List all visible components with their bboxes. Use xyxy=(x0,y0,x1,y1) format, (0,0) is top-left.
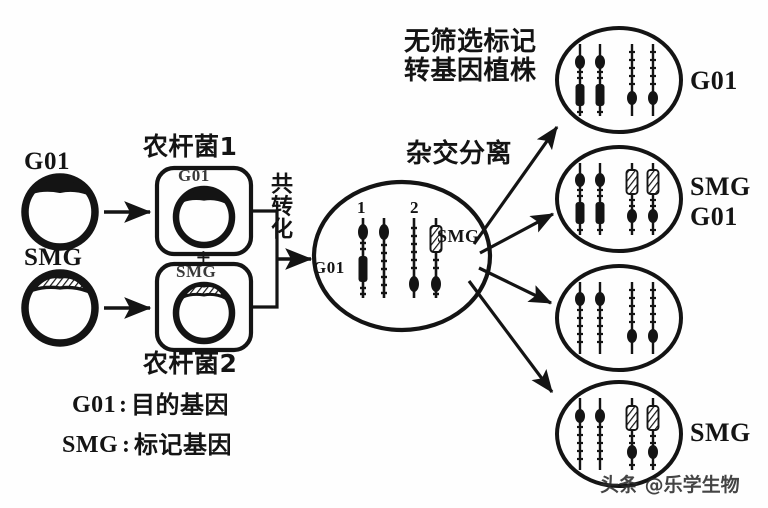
central-g01-label: G01 xyxy=(313,258,345,277)
central-smg-label: SMG xyxy=(437,226,480,246)
result-cell-1 xyxy=(555,26,683,134)
result3-chromosome-3 xyxy=(627,282,637,354)
segregation-arrows xyxy=(467,125,559,394)
central-chromosome-3 xyxy=(409,218,419,298)
result1-chromosome-3 xyxy=(627,44,637,116)
arrow-to-result-2 xyxy=(479,212,555,255)
plasmid-smg-label: SMG xyxy=(24,244,83,271)
result3-chromosome-4 xyxy=(648,282,658,354)
cotransformation-label: 共转化 xyxy=(267,172,292,240)
result4-chromosome-1 xyxy=(575,398,585,470)
result-cell-3 xyxy=(555,264,683,372)
plasmid-g01-label: G01 xyxy=(24,148,70,175)
arrow-to-result-4 xyxy=(467,280,554,394)
plasmid-smg xyxy=(21,269,99,347)
result1-chromosome-2 xyxy=(595,44,605,116)
result-cell-2 xyxy=(555,145,683,253)
central-pair-2-number: 2 xyxy=(410,198,419,217)
result2-chromosome-2 xyxy=(595,163,605,235)
bacterium-1-plasmid-label: G01 xyxy=(178,166,210,185)
result-cell-2-label-line2: G01 xyxy=(690,202,738,231)
result2-chromosome-3 xyxy=(625,163,639,235)
central-chromosome-1 xyxy=(358,218,368,298)
result3-chromosome-1 xyxy=(575,282,585,354)
bacterium-1-caption: 农杆菌1 xyxy=(143,132,238,161)
result-cell-4 xyxy=(555,380,683,488)
legend-smg-text: 标记基因 xyxy=(134,431,232,459)
legend-g01-separator: : xyxy=(119,392,128,418)
arrow-to-result-1 xyxy=(472,125,559,245)
cotransformation-bracket xyxy=(251,209,313,309)
arrow-to-result-3 xyxy=(478,266,553,305)
result2-chromosome-1 xyxy=(575,163,585,235)
result1-chromosome-1 xyxy=(575,44,585,116)
central-chromosome-4 xyxy=(429,218,443,298)
bacterium-2-caption: 农杆菌2 xyxy=(143,349,238,378)
central-chromosome-2 xyxy=(379,218,389,298)
legend-smg-separator: : xyxy=(122,432,131,458)
legend-smg-key: SMG xyxy=(62,432,119,458)
central-pair-1-number: 1 xyxy=(357,198,366,217)
result1-chromosome-4 xyxy=(648,44,658,116)
result4-chromosome-4 xyxy=(646,398,660,470)
bacterium-2-plasmid-label: SMG xyxy=(176,262,217,281)
result-cell-2-label-line1: SMG xyxy=(690,172,751,201)
bacterium-1 xyxy=(154,165,254,257)
watermark: 头条 @乐学生物 xyxy=(600,474,740,496)
result-cell-1-label: G01 xyxy=(690,66,738,95)
segregation-label: 杂交分离 xyxy=(406,139,513,169)
plus-sign: + xyxy=(196,243,212,272)
legend-g01-key: G01 xyxy=(72,392,117,418)
legend-g01-text: 目的基因 xyxy=(131,391,229,419)
marker-free-plant-label: 无筛选标记 转基因植株 xyxy=(404,27,537,87)
central-cell xyxy=(311,179,493,333)
result4-chromosome-3 xyxy=(625,398,639,470)
result4-chromosome-2 xyxy=(595,398,605,470)
plasmid-g01 xyxy=(21,173,99,251)
result-cell-4-label: SMG xyxy=(690,418,751,447)
result2-chromosome-4 xyxy=(646,163,660,235)
result3-chromosome-2 xyxy=(595,282,605,354)
